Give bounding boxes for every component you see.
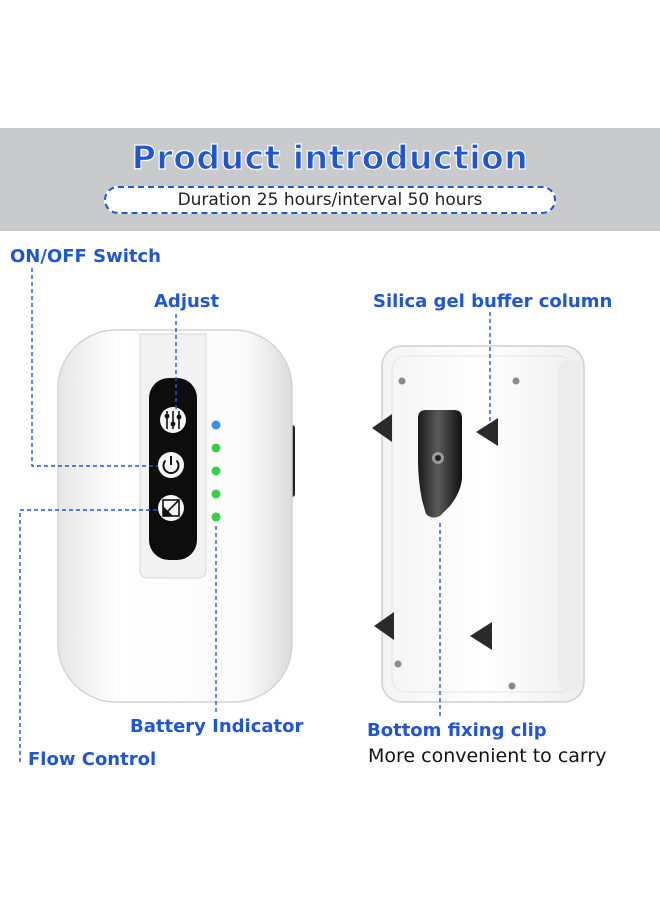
- on-off-switch-label: ON/OFF Switch: [10, 246, 161, 267]
- led-green: [211, 466, 221, 476]
- adjust-icon[interactable]: [160, 407, 186, 433]
- leader-on-off: [31, 268, 158, 467]
- screw-holes: [394, 377, 520, 690]
- gel-foot: [372, 414, 392, 442]
- back-side-edge: [558, 360, 580, 690]
- leader-flow: [19, 509, 158, 762]
- power-icon[interactable]: [158, 452, 184, 478]
- gel-foot: [374, 612, 394, 640]
- silica-gel-feet: [372, 414, 498, 650]
- silica-gel-label: Silica gel buffer column: [373, 291, 613, 312]
- flow-control-icon[interactable]: [158, 495, 184, 521]
- gel-foot: [476, 418, 498, 446]
- led-green: [211, 443, 221, 453]
- adjust-label: Adjust: [154, 291, 220, 312]
- duration-text: Duration 25 hours/interval 50 hours: [177, 190, 483, 210]
- back-device: [372, 345, 585, 703]
- fixing-clip: [418, 410, 462, 518]
- battery-leds: [211, 420, 221, 522]
- back-device-body: [381, 345, 585, 703]
- page-title: Product introduction: [131, 137, 529, 177]
- leader-lines: [19, 268, 491, 762]
- front-device: [57, 329, 295, 703]
- flow-control-label: Flow Control: [28, 749, 157, 770]
- duration-pill: Duration 25 hours/interval 50 hours: [104, 186, 556, 214]
- gel-foot: [470, 622, 492, 650]
- carry-note: More convenient to carry: [368, 745, 607, 767]
- led-green: [211, 489, 221, 499]
- bottom-clip-label: Bottom fixing clip: [367, 720, 547, 741]
- battery-indicator-label: Battery Indicator: [130, 716, 304, 737]
- led-green: [211, 512, 221, 522]
- led-blue: [211, 420, 221, 430]
